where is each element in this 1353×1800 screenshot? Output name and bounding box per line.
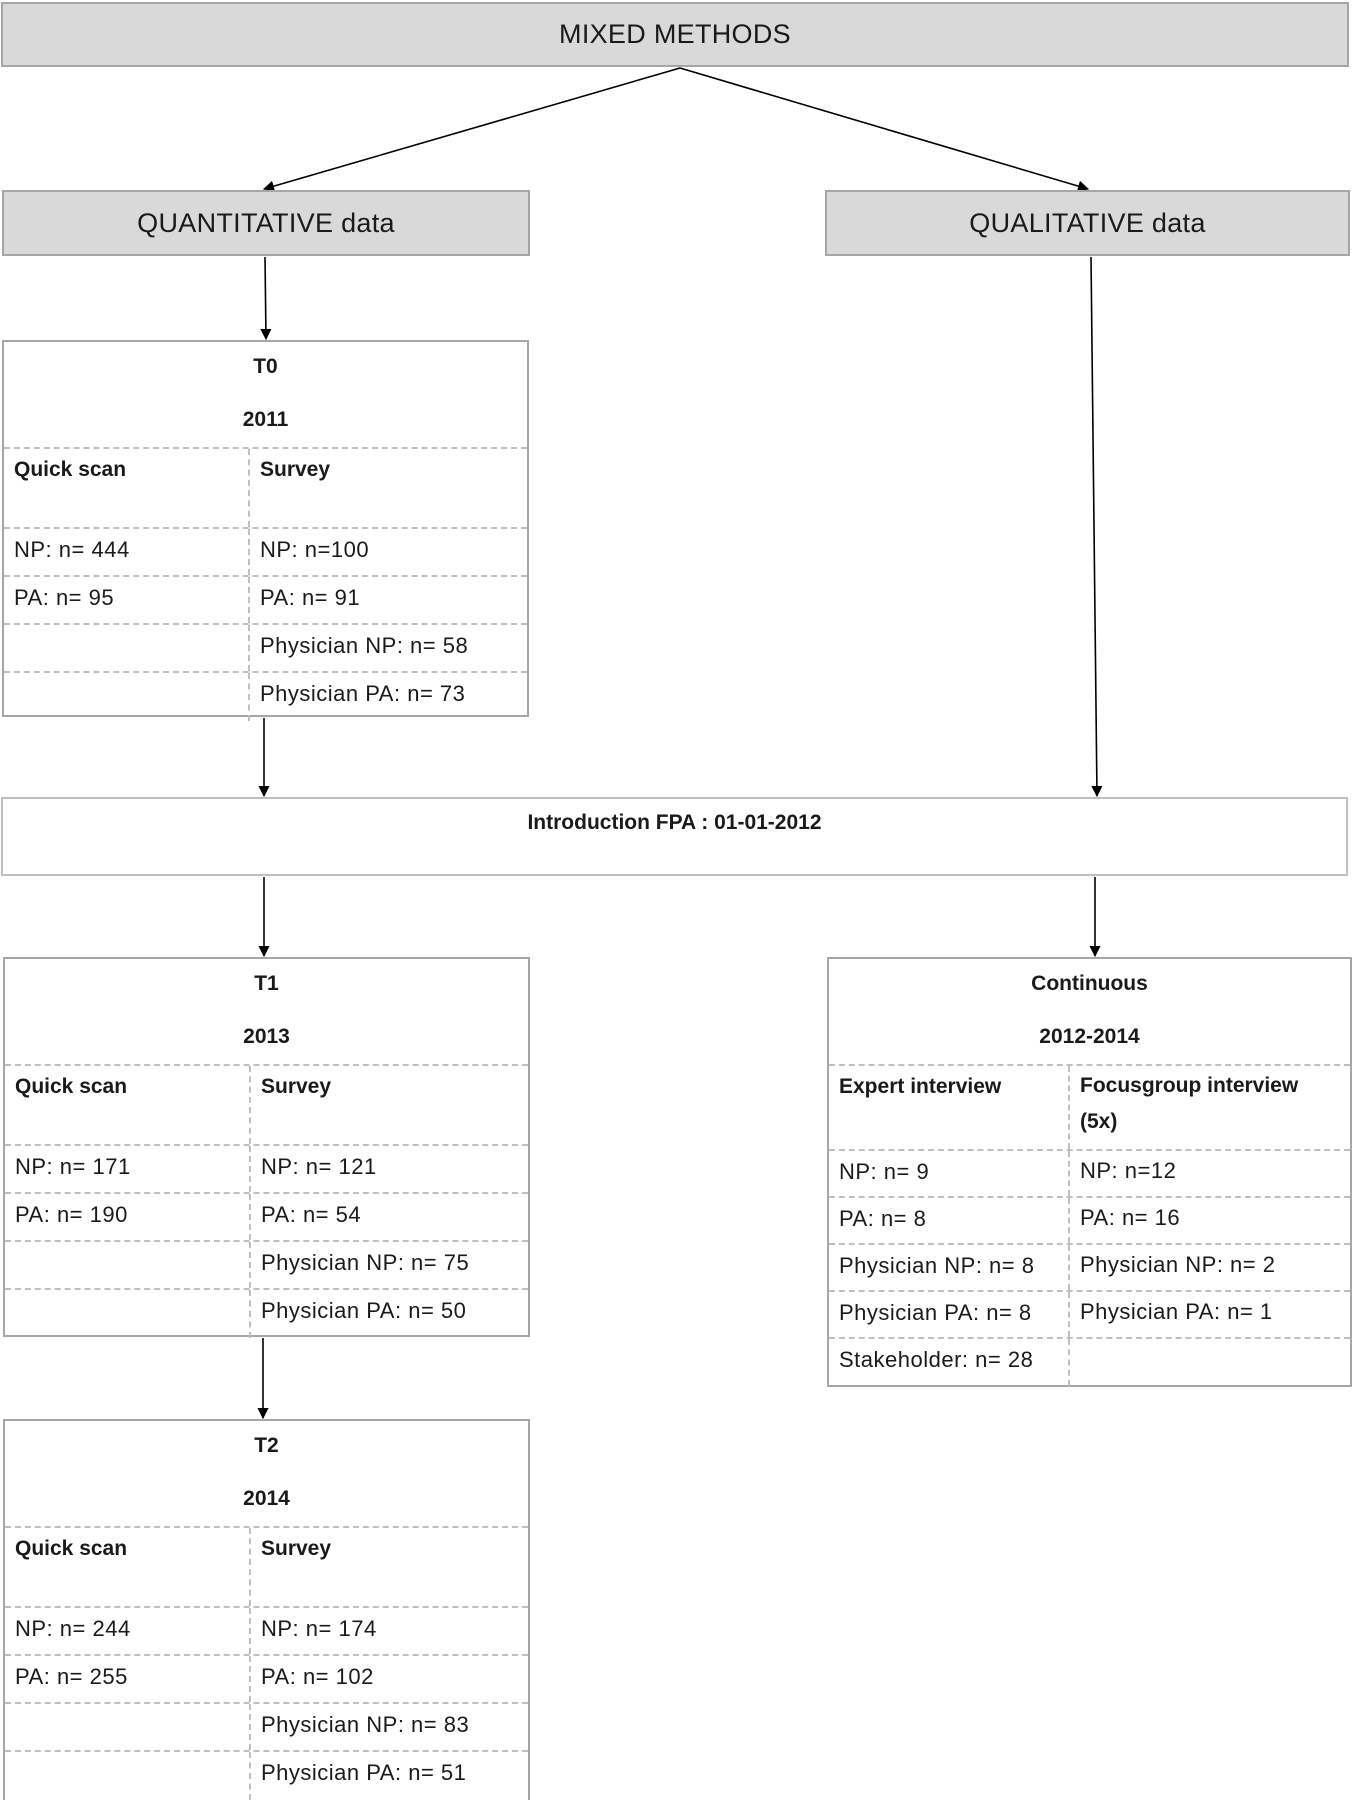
table-row: Physician NP: n= 83 — [5, 1704, 528, 1752]
t1-quick-scan-pa: PA: n= 190 — [5, 1194, 251, 1240]
t1-survey-physician-np: Physician NP: n= 75 — [261, 1250, 470, 1275]
t0-empty-cell — [4, 625, 250, 671]
qualitative-data-box: QUALITATIVE data — [825, 190, 1350, 256]
t0-survey-physician-pa: Physician PA: n= 73 — [260, 681, 466, 706]
table-row: NP: n= 171 NP: n= 121 — [5, 1146, 528, 1194]
table-row: Physician NP: n= 58 — [4, 625, 527, 673]
qualitative-title: QUALITATIVE data — [969, 207, 1206, 238]
expert-physician-np: Physician NP: n= 8 — [829, 1245, 1070, 1290]
t0-box: T0 2011 Quick scan Survey NP: n= 444 NP:… — [2, 340, 529, 721]
quantitative-data-box: QUANTITATIVE data — [2, 190, 530, 256]
mixed-methods-box: MIXED METHODS — [1, 2, 1349, 67]
table-row: Physician NP: n= 75 — [5, 1242, 528, 1290]
t0-empty-cell — [4, 673, 250, 721]
expert-pa: PA: n= 8 — [829, 1198, 1070, 1243]
expert-np: NP: n= 9 — [829, 1151, 1070, 1196]
t2-empty-cell — [5, 1752, 251, 1800]
t0-timepoint: T0 — [253, 355, 278, 378]
t1-quick-scan-np: NP: n= 171 — [5, 1146, 251, 1192]
continuous-column-headers: Expert interview Focusgroup interview (5… — [829, 1066, 1350, 1151]
expert-stakeholder: Stakeholder: n= 28 — [829, 1339, 1070, 1386]
t2-header: T2 2014 — [5, 1421, 528, 1528]
table-row: Stakeholder: n= 28 — [829, 1339, 1350, 1386]
t2-survey-header: Survey — [261, 1537, 332, 1560]
t0-quick-scan-pa: PA: n= 95 — [4, 577, 250, 623]
focusgroup-physician-np: Physician NP: n= 2 — [1080, 1252, 1276, 1277]
t1-header: T1 2013 — [5, 959, 528, 1066]
expert-physician-pa: Physician PA: n= 8 — [829, 1292, 1070, 1337]
table-row: Physician PA: n= 50 — [5, 1290, 528, 1338]
arrow-mixed-to-qualitative — [679, 67, 1090, 192]
t2-box: T2 2014 Quick scan Survey NP: n= 244 NP:… — [3, 1419, 530, 1800]
t0-survey-np: NP: n=100 — [260, 537, 370, 562]
quantitative-title: QUANTITATIVE data — [137, 207, 395, 238]
focusgroup-np: NP: n=12 — [1080, 1158, 1177, 1183]
t0-survey-pa: PA: n= 91 — [260, 585, 361, 610]
t1-survey-header: Survey — [261, 1075, 332, 1098]
focusgroup-interview-header: Focusgroup interview (5x) — [1080, 1074, 1299, 1133]
t0-quick-scan-header: Quick scan — [4, 449, 250, 527]
table-row: Physician PA: n= 73 — [4, 673, 527, 721]
mixed-methods-title: MIXED METHODS — [559, 19, 791, 49]
t0-quick-scan-np: NP: n= 444 — [4, 529, 250, 575]
focusgroup-empty-cell — [1070, 1339, 1350, 1386]
continuous-box: Continuous 2012-2014 Expert interview Fo… — [827, 957, 1352, 1387]
t1-survey-physician-pa: Physician PA: n= 50 — [261, 1298, 467, 1323]
t2-survey-physician-np: Physician NP: n= 83 — [261, 1712, 470, 1737]
arrow-quantitative-to-t0 — [260, 256, 272, 341]
introduction-fpa-label: Introduction FPA : 01-01-2012 — [527, 811, 822, 834]
t1-empty-cell — [5, 1242, 251, 1288]
table-row: NP: n= 444 NP: n=100 — [4, 529, 527, 577]
focusgroup-physician-pa: Physician PA: n= 1 — [1080, 1299, 1273, 1324]
t2-survey-np: NP: n= 174 — [261, 1616, 377, 1641]
table-row: NP: n= 244 NP: n= 174 — [5, 1608, 528, 1656]
focusgroup-pa: PA: n= 16 — [1080, 1205, 1181, 1230]
table-row: Physician PA: n= 8 Physician PA: n= 1 — [829, 1292, 1350, 1339]
t2-year: 2014 — [243, 1487, 290, 1510]
t0-survey-header: Survey — [260, 458, 331, 481]
continuous-years: 2012-2014 — [1039, 1025, 1140, 1048]
table-row: PA: n= 190 PA: n= 54 — [5, 1194, 528, 1242]
t2-quick-scan-header: Quick scan — [5, 1528, 251, 1606]
t2-timepoint: T2 — [254, 1434, 279, 1457]
table-row: Physician NP: n= 8 Physician NP: n= 2 — [829, 1245, 1350, 1292]
t2-quick-scan-pa: PA: n= 255 — [5, 1656, 251, 1702]
t1-empty-cell — [5, 1290, 251, 1338]
t1-box: T1 2013 Quick scan Survey NP: n= 171 NP:… — [3, 957, 530, 1338]
continuous-timepoint: Continuous — [1031, 972, 1148, 995]
t2-empty-cell — [5, 1704, 251, 1750]
t0-survey-physician-np: Physician NP: n= 58 — [260, 633, 469, 658]
arrow-mixed-to-quantitative — [262, 67, 681, 192]
t1-timepoint: T1 — [254, 972, 279, 995]
t0-header: T0 2011 — [4, 342, 527, 449]
t1-year: 2013 — [243, 1025, 290, 1048]
t2-quick-scan-np: NP: n= 244 — [5, 1608, 251, 1654]
t0-column-headers: Quick scan Survey — [4, 449, 527, 529]
t1-survey-np: NP: n= 121 — [261, 1154, 377, 1179]
t2-column-headers: Quick scan Survey — [5, 1528, 528, 1608]
t2-survey-pa: PA: n= 102 — [261, 1664, 374, 1689]
t2-survey-physician-pa: Physician PA: n= 51 — [261, 1760, 467, 1785]
table-row: Physician PA: n= 51 — [5, 1752, 528, 1800]
table-row: PA: n= 255 PA: n= 102 — [5, 1656, 528, 1704]
t0-year: 2011 — [242, 408, 289, 431]
t1-column-headers: Quick scan Survey — [5, 1066, 528, 1146]
arrow-qualitative-to-introduction — [1090, 256, 1103, 798]
table-row: PA: n= 8 PA: n= 16 — [829, 1198, 1350, 1245]
introduction-fpa-box: Introduction FPA : 01-01-2012 — [1, 797, 1348, 876]
t1-quick-scan-header: Quick scan — [5, 1066, 251, 1144]
table-row: PA: n= 95 PA: n= 91 — [4, 577, 527, 625]
t1-survey-pa: PA: n= 54 — [261, 1202, 362, 1227]
expert-interview-header: Expert interview — [829, 1066, 1070, 1149]
table-row: NP: n= 9 NP: n=12 — [829, 1151, 1350, 1198]
continuous-header: Continuous 2012-2014 — [829, 959, 1350, 1066]
